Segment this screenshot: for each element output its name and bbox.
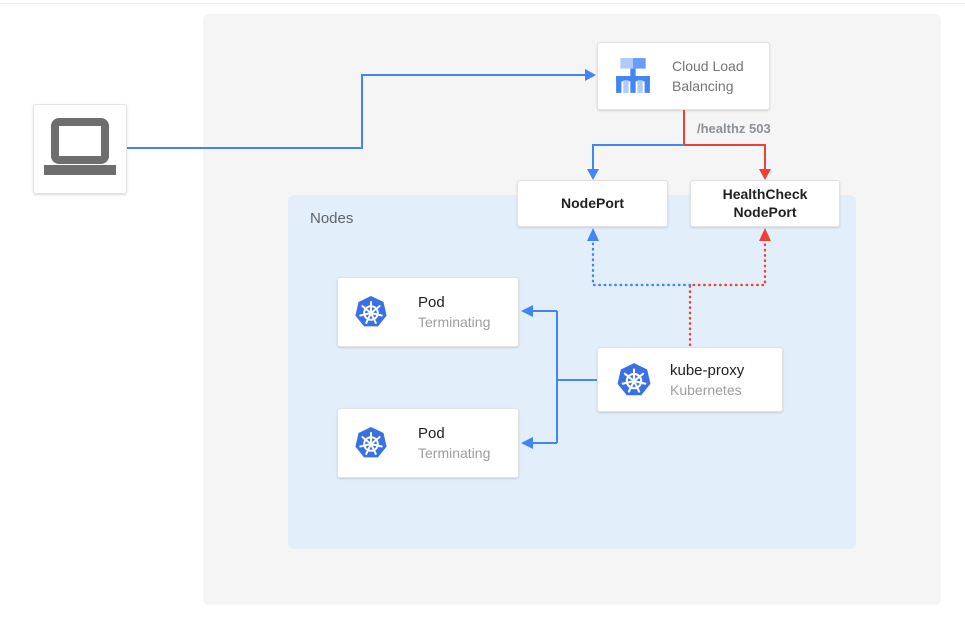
pod-title: Pod (418, 425, 445, 443)
nodeport-card: NodePort (517, 180, 668, 227)
kube-proxy-subtitle: Kubernetes (670, 381, 742, 398)
laptop-icon (43, 118, 117, 180)
pod-title: Pod (418, 294, 445, 312)
client-device-card (33, 104, 127, 194)
healthz-status-label: /healthz 503 (697, 121, 771, 136)
pod-card-2: Pod Terminating (337, 408, 519, 478)
nodeport-label: NodePort (561, 194, 624, 211)
kubernetes-icon (615, 361, 653, 399)
kubernetes-icon (353, 294, 389, 330)
pod-status: Terminating (418, 445, 491, 462)
pod-card-1: Pod Terminating (337, 277, 519, 347)
kube-proxy-title: kube-proxy (670, 361, 745, 379)
cloud-load-balancing-card: Cloud Load Balancing (597, 42, 770, 110)
healthcheck-nodeport-card: HealthCheck NodePort (690, 180, 840, 227)
healthcheck-nodeport-label: HealthCheck NodePort (722, 186, 808, 220)
page-top-divider (0, 3, 965, 4)
load-balancer-icon (611, 57, 655, 95)
cloud-load-balancing-label: Cloud Load Balancing (672, 57, 744, 94)
pod-status: Terminating (418, 314, 491, 331)
nodes-group-label: Nodes (310, 210, 354, 227)
kubernetes-icon (353, 425, 389, 461)
kube-proxy-card: kube-proxy Kubernetes (597, 347, 783, 412)
